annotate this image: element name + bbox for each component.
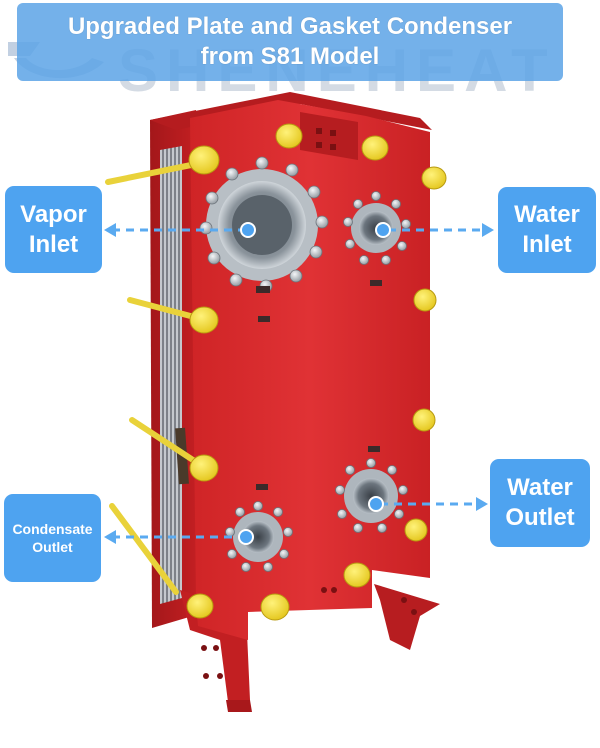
title-banner: Upgraded Plate and Gasket Condenser from…	[17, 3, 563, 81]
condensate-outlet-callout: Condensate Outlet	[4, 494, 101, 582]
vapor-inlet-label-1: Vapor	[20, 200, 87, 228]
vapor-inlet-label-2: Inlet	[28, 230, 79, 258]
water-outlet-callout: Water Outlet	[490, 459, 590, 547]
water-outlet-label-1: Water	[507, 474, 573, 501]
vapor-inlet-callout: Vapor Inlet	[5, 186, 102, 273]
title-line-2: from S81 Model	[200, 43, 380, 70]
title-line-1: Upgraded Plate and Gasket Condenser	[67, 13, 513, 40]
water-inlet-callout: Water Inlet	[498, 187, 596, 273]
water-outlet-label-2: Outlet	[505, 504, 575, 531]
vapor-inlet-port	[199, 156, 329, 293]
water-inlet-label-2: Inlet	[522, 231, 572, 258]
condensate-outlet-label-1: Condensate	[12, 521, 93, 537]
water-inlet-label-1: Water	[514, 201, 580, 228]
condensate-outlet-port	[225, 501, 293, 572]
condensate-outlet-label-2: Outlet	[32, 539, 73, 555]
